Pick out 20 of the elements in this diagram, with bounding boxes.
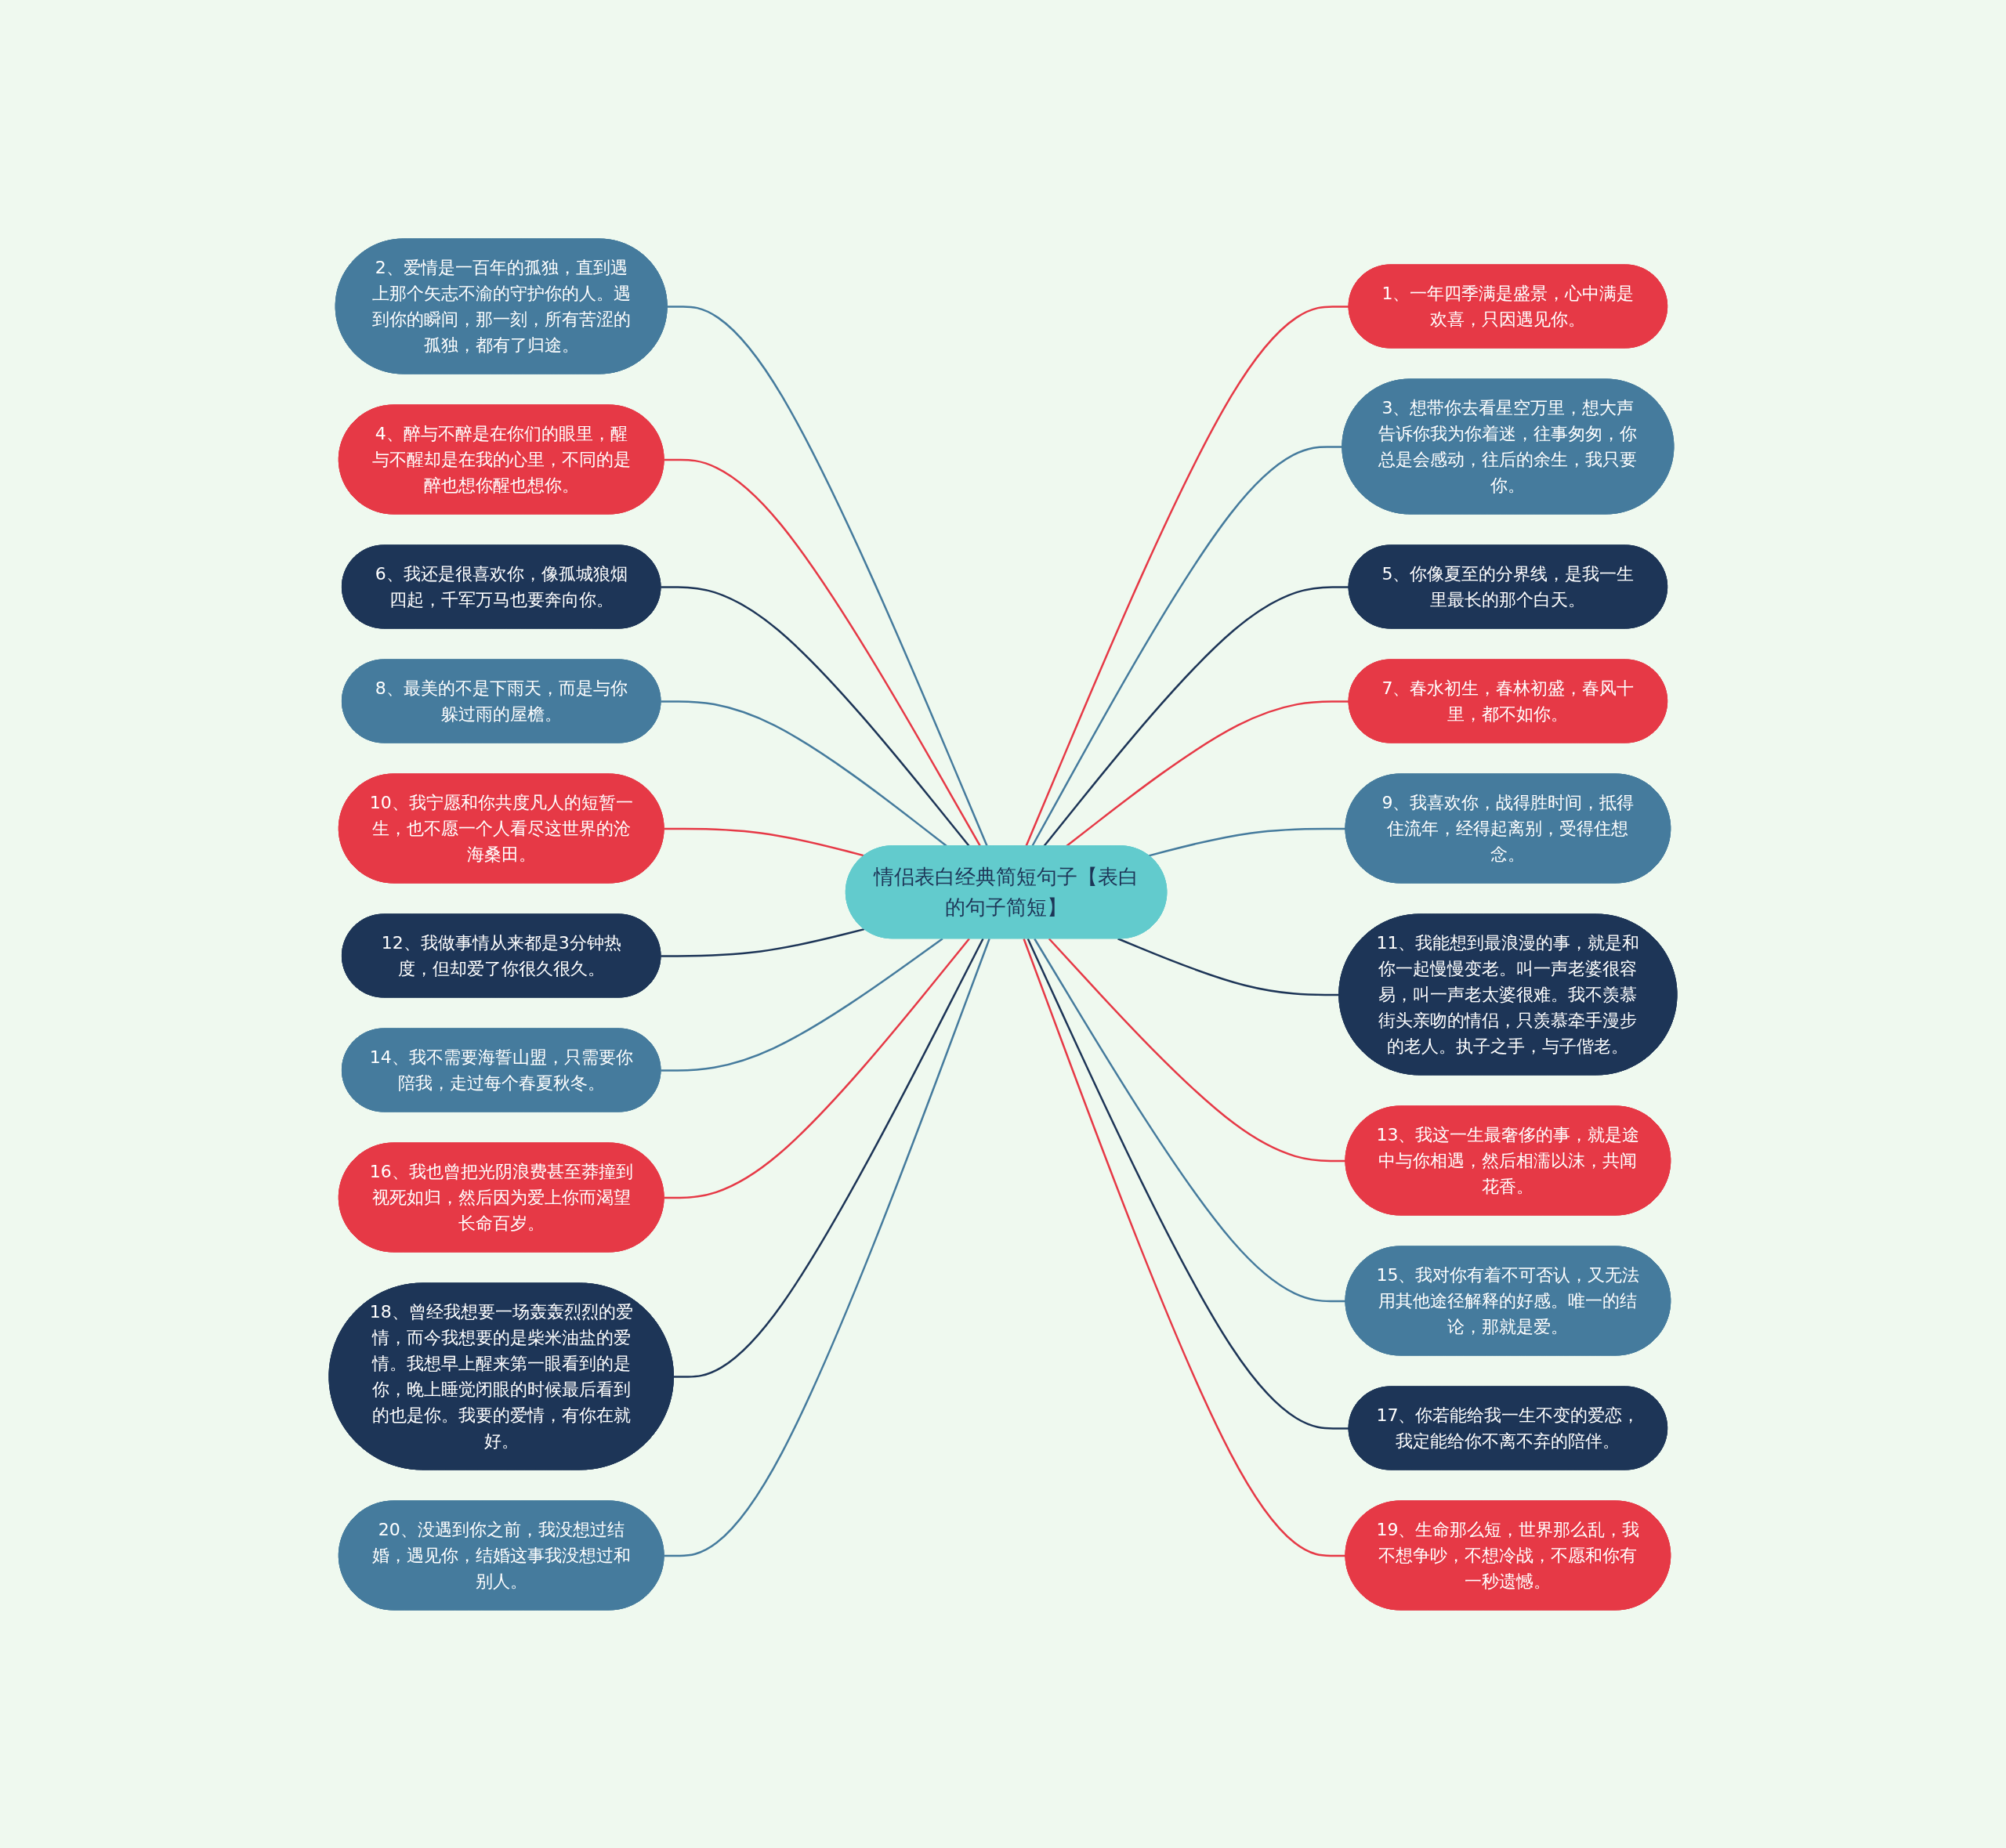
connector bbox=[1027, 938, 1349, 1430]
connector bbox=[664, 937, 970, 1199]
connector bbox=[1043, 585, 1349, 847]
connector bbox=[673, 938, 984, 1378]
connector bbox=[661, 700, 948, 847]
connector bbox=[664, 938, 990, 1557]
connector bbox=[661, 928, 865, 957]
connector bbox=[1117, 937, 1340, 996]
connector bbox=[1025, 305, 1349, 847]
connector bbox=[1034, 938, 1346, 1302]
connector bbox=[1048, 937, 1346, 1162]
connector bbox=[661, 585, 970, 847]
connector bbox=[661, 937, 943, 1072]
connector bbox=[1031, 445, 1343, 847]
connector bbox=[1148, 827, 1346, 857]
connector bbox=[1023, 938, 1346, 1557]
connector bbox=[667, 305, 988, 847]
connector bbox=[1066, 700, 1349, 847]
connector bbox=[664, 458, 982, 847]
connector bbox=[664, 827, 865, 857]
